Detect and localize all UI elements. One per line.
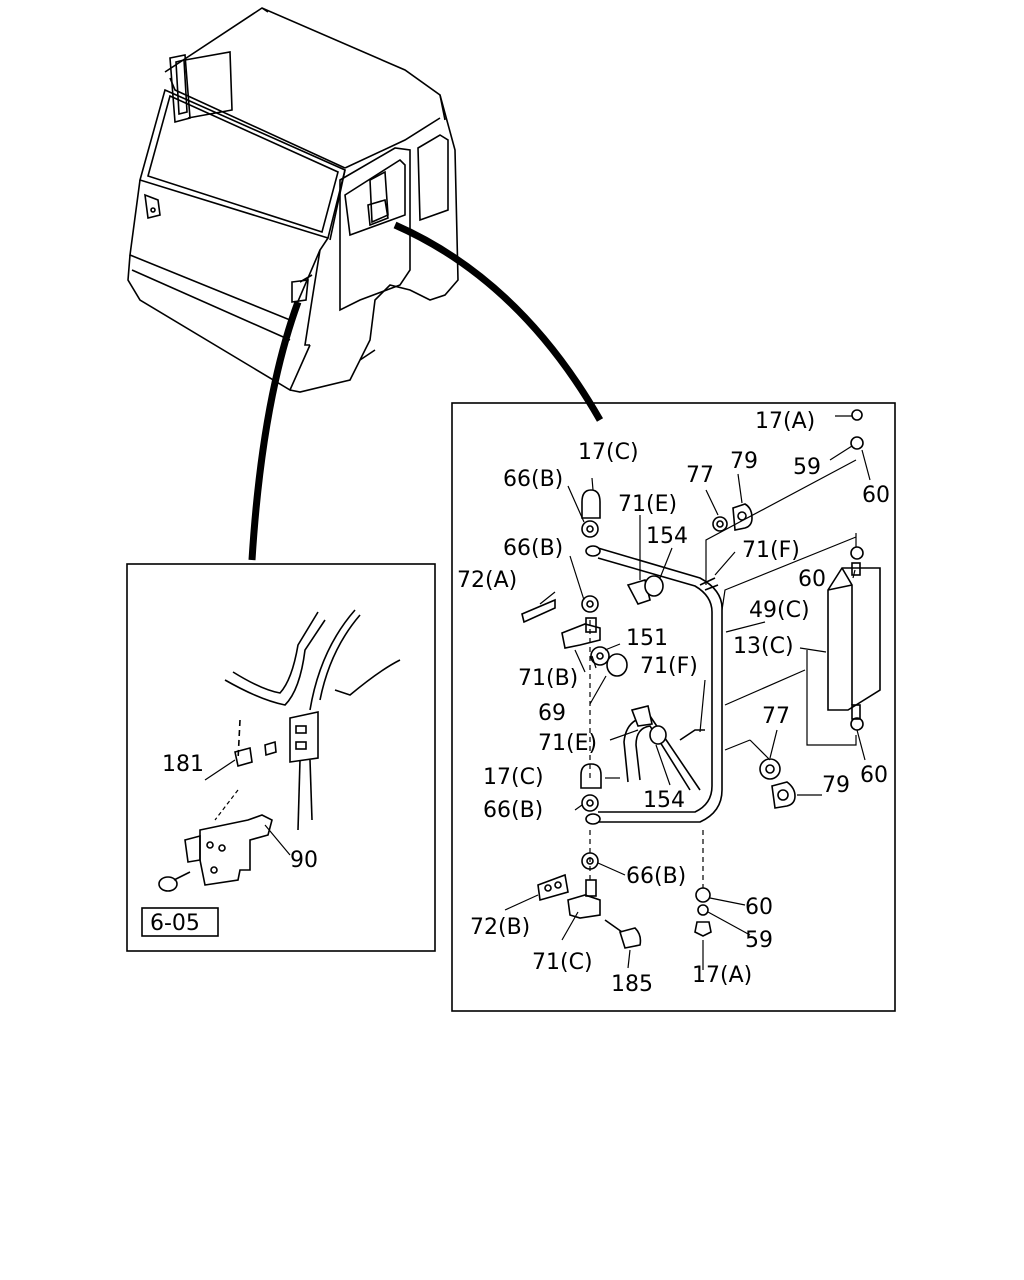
- label-77-mid: 77: [762, 704, 790, 729]
- label-59-top: 59: [793, 455, 821, 480]
- label-71F-top: 71(F): [742, 538, 800, 563]
- label-71E-mid: 71(E): [538, 731, 597, 756]
- label-71E-top: 71(E): [618, 492, 677, 517]
- leader-curve-right: [393, 221, 604, 422]
- label-151: 151: [626, 626, 668, 651]
- detail-box-left: [126, 563, 436, 952]
- label-66B-4: 66(B): [626, 864, 686, 889]
- label-79-right: 79: [822, 773, 850, 798]
- label-69: 69: [538, 701, 566, 726]
- label-66B-1: 66(B): [503, 467, 563, 492]
- label-185: 185: [611, 972, 653, 997]
- label-17A-bottom: 17(A): [692, 963, 752, 988]
- truck-cab-illustration: [127, 7, 459, 393]
- label-72A: 72(A): [457, 568, 517, 593]
- label-60-top: 60: [862, 483, 890, 508]
- leader-curve-left: [248, 300, 302, 561]
- label-60-mid: 60: [798, 567, 826, 592]
- label-66B-2: 66(B): [503, 536, 563, 561]
- label-60-bottom: 60: [745, 895, 773, 920]
- label-154-mid: 154: [643, 788, 685, 813]
- label-71C: 71(C): [532, 950, 593, 975]
- label-60-right: 60: [860, 763, 888, 788]
- label-154-top: 154: [646, 524, 688, 549]
- label-181: 181: [162, 752, 204, 777]
- label-17A-top: 17(A): [755, 409, 815, 434]
- detail-box-right: [451, 402, 896, 1012]
- label-90: 90: [290, 848, 318, 873]
- label-49C: 49(C): [749, 598, 810, 623]
- label-13C: 13(C): [733, 634, 794, 659]
- label-17C-mid: 17(C): [483, 765, 544, 790]
- ref-box-label[interactable]: 6-05: [150, 911, 200, 936]
- label-17C-top: 17(C): [578, 440, 639, 465]
- ref-box-6-05[interactable]: [141, 907, 219, 937]
- label-79-top: 79: [730, 449, 758, 474]
- label-66B-3: 66(B): [483, 798, 543, 823]
- label-72B: 72(B): [470, 915, 530, 940]
- label-71F-mid: 71(F): [640, 654, 698, 679]
- label-77-top: 77: [686, 463, 714, 488]
- mirror-stay-drawing: [204, 409, 881, 970]
- label-71B: 71(B): [518, 666, 578, 691]
- part-labels: 17(A) 59 60 17(C) 66(B) 77 79 71(E) 154 …: [162, 409, 890, 997]
- label-59-bottom: 59: [745, 928, 773, 953]
- left-detail-drawing: [158, 609, 401, 892]
